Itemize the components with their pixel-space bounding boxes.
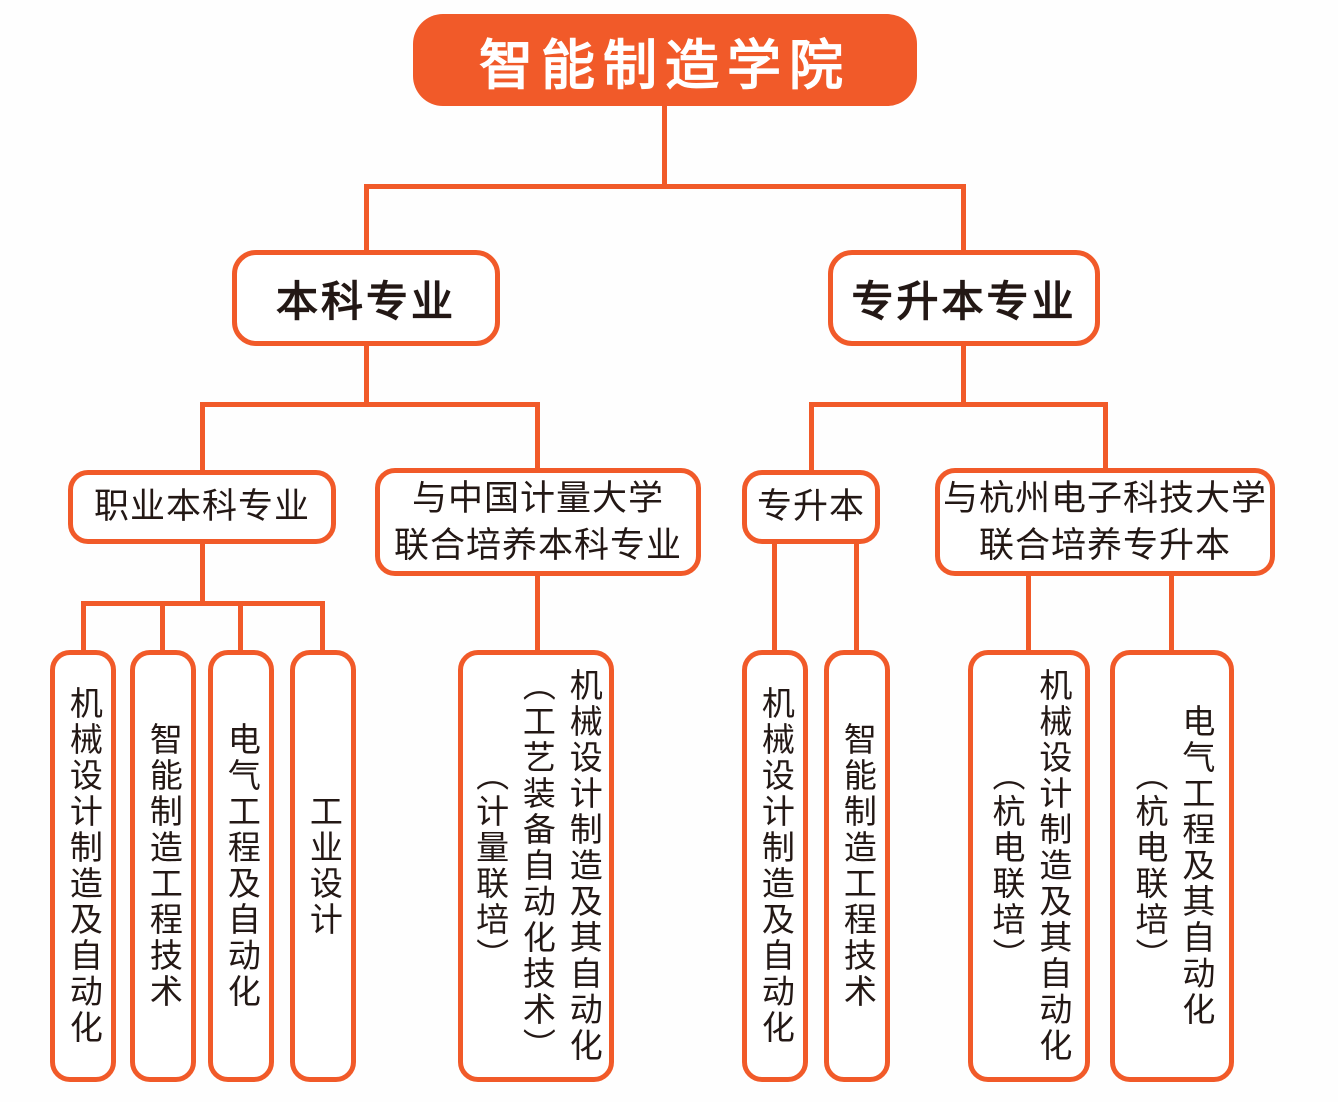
node-vocational-undergrad: 职业本科专业: [68, 470, 336, 544]
major-label: 工业设计: [305, 794, 343, 938]
node-upgrade: 专升本专业: [828, 250, 1100, 346]
major-label: 机械设计制造及其自动化 （工艺装备自动化技术） （计量联培）: [471, 668, 603, 1064]
major-label: 机械设计制造及其自动化 （杭电联培）: [988, 668, 1072, 1064]
major-label: 智能制造工程技术: [145, 722, 183, 1010]
joint-hdu-label: 与杭州电子科技大学 联合培养专升本: [942, 478, 1267, 565]
connector-upgrade-drop: [961, 184, 966, 250]
node-major-industrial-design: 工业设计: [290, 650, 356, 1082]
connector-vocational-bus: [81, 601, 323, 606]
connector-level2-bus: [364, 184, 966, 189]
node-major-zsb-intelligent-mfg: 智能制造工程技术: [824, 650, 890, 1082]
connector-hdu-major2-drop: [1169, 576, 1174, 650]
node-major-hdu-electrical-eng: 电气工程及其自动化 （杭电联培）: [1110, 650, 1234, 1082]
zsb-label: 专升本: [756, 487, 865, 527]
node-major-electrical-eng: 电气工程及自动化: [208, 650, 274, 1082]
undergrad-label: 本科专业: [275, 277, 456, 325]
connector-undergrad-bus: [200, 402, 540, 407]
major-label: 机械设计制造及自动化: [65, 686, 103, 1046]
vocational-label: 职业本科专业: [93, 487, 310, 527]
connector-major4-drop: [320, 601, 325, 650]
connector-upgrade-bus: [809, 402, 1108, 407]
connector-zsb-drop: [809, 402, 814, 470]
connector-cjlu-drop: [535, 402, 540, 468]
node-major-intelligent-mfg: 智能制造工程技术: [130, 650, 196, 1082]
node-major-zsb-mech-design: 机械设计制造及自动化: [742, 650, 808, 1082]
connector-vocational-stem: [200, 544, 205, 604]
connector-zsb-major2-drop: [854, 544, 859, 650]
node-joint-hdu: 与杭州电子科技大学 联合培养专升本: [935, 468, 1275, 576]
node-zsb: 专升本: [742, 470, 880, 544]
root-label: 智能制造学院: [479, 35, 851, 96]
connector-upgrade-stem: [961, 346, 966, 404]
connector-root-stem: [662, 106, 667, 186]
connector-cjlu-major-drop: [535, 576, 540, 650]
connector-hdu-major1-drop: [1026, 576, 1031, 650]
connector-vocational-drop: [200, 402, 205, 470]
joint-cjlu-label: 与中国计量大学 联合培养本科专业: [393, 478, 682, 565]
node-major-cjlu-joint: 机械设计制造及其自动化 （工艺装备自动化技术） （计量联培）: [458, 650, 614, 1082]
connector-zsb-major1-drop: [772, 544, 777, 650]
major-label: 电气工程及其自动化 （杭电联培）: [1131, 704, 1215, 1028]
node-major-mech-design: 机械设计制造及自动化: [50, 650, 116, 1082]
connector-hdu-drop: [1103, 402, 1108, 468]
major-label: 智能制造工程技术: [839, 722, 877, 1010]
connector-major3-drop: [238, 601, 243, 650]
connector-undergrad-stem: [364, 346, 369, 404]
upgrade-label: 专升本专业: [851, 277, 1077, 325]
node-joint-cjlu: 与中国计量大学 联合培养本科专业: [375, 468, 701, 576]
node-root: 智能制造学院: [413, 14, 917, 106]
major-label: 电气工程及自动化: [223, 722, 261, 1010]
connector-major2-drop: [160, 601, 165, 650]
node-undergrad: 本科专业: [232, 250, 500, 346]
connector-major1-drop: [81, 601, 86, 650]
connector-undergrad-drop: [364, 184, 369, 250]
node-major-hdu-mech-design: 机械设计制造及其自动化 （杭电联培）: [968, 650, 1090, 1082]
major-label: 机械设计制造及自动化: [757, 686, 795, 1046]
